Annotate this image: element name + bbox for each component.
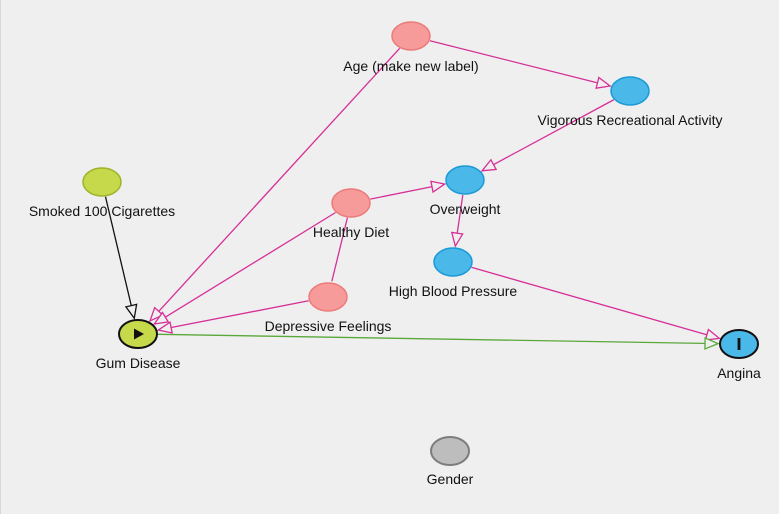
node-depressive-feelings-label: Depressive Feelings: [265, 318, 392, 334]
arrowhead-healthy_diet-to-overweight: [430, 180, 447, 194]
edges-layer: [104, 40, 721, 350]
node-angina-label: Angina: [717, 365, 761, 381]
node-overweight-circle[interactable]: [445, 165, 485, 195]
edge-depressive-to-gum[interactable]: [158, 300, 309, 331]
node-vigorous-circle[interactable]: [610, 76, 650, 106]
node-angina[interactable]: Angina: [717, 329, 761, 381]
node-age-label: Age (make new label): [343, 58, 478, 74]
node-gender[interactable]: Gender: [427, 436, 474, 487]
edge-vigorous-to-overweight[interactable]: [481, 99, 615, 172]
node-gum-disease[interactable]: Gum Disease: [96, 319, 181, 371]
arrowhead-gum-to-angina: [704, 336, 720, 350]
edge-age-to-vigorous[interactable]: [429, 40, 611, 87]
bar-icon: [737, 338, 741, 350]
node-age-circle[interactable]: [391, 21, 431, 51]
arrowhead-healthy_diet-to-gum: [152, 311, 170, 325]
node-age[interactable]: Age (make new label): [343, 21, 479, 74]
arrowhead-smoked-to-gum: [124, 303, 138, 320]
arrowhead-overweight-to-hbp: [450, 231, 464, 248]
nodes-layer: Age (make new label) Vigorous Recreation…: [29, 21, 761, 487]
node-gender-label: Gender: [427, 471, 474, 487]
edge-smoked-to-gum[interactable]: [104, 196, 135, 319]
node-gum-disease-label: Gum Disease: [96, 355, 181, 371]
node-smoked-circle[interactable]: [82, 167, 122, 197]
node-high-blood-pressure-circle[interactable]: [433, 247, 473, 277]
arrowhead-age-to-gum: [148, 306, 164, 323]
arrowhead-age-to-vigorous: [595, 76, 612, 89]
edge-hbp-to-angina[interactable]: [471, 266, 720, 339]
node-smoked-label: Smoked 100 Cigarettes: [29, 203, 175, 219]
edge-gum-to-angina[interactable]: [157, 333, 719, 345]
play-icon: [134, 328, 144, 340]
node-vigorous-label: Vigorous Recreational Activity: [538, 112, 723, 128]
edge-age-to-gum[interactable]: [149, 47, 401, 322]
node-healthy-diet[interactable]: Healthy Diet: [313, 188, 389, 240]
node-depressive-feelings[interactable]: Depressive Feelings: [265, 282, 392, 334]
arrowhead-depressive-to-gum: [156, 321, 173, 334]
arrowhead-vigorous-to-overweight: [480, 158, 498, 172]
node-gender-circle[interactable]: [430, 436, 470, 466]
node-overweight[interactable]: Overweight: [430, 165, 501, 217]
node-depressive-feelings-circle[interactable]: [308, 282, 348, 312]
node-high-blood-pressure[interactable]: High Blood Pressure: [389, 247, 518, 299]
node-smoked[interactable]: Smoked 100 Cigarettes: [29, 167, 175, 219]
node-high-blood-pressure-label: High Blood Pressure: [389, 283, 518, 299]
edge-healthy_diet-to-gum[interactable]: [153, 211, 336, 325]
node-vigorous[interactable]: Vigorous Recreational Activity: [538, 76, 723, 128]
node-healthy-diet-label: Healthy Diet: [313, 224, 389, 240]
node-overweight-label: Overweight: [430, 201, 501, 217]
edge-healthy_diet-to-depressive[interactable]: [331, 217, 349, 282]
node-healthy-diet-circle[interactable]: [331, 188, 371, 218]
arrowhead-hbp-to-angina: [704, 328, 721, 341]
